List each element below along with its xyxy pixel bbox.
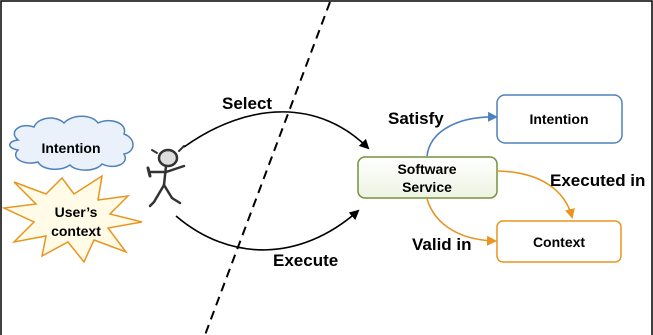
executed-in-label: Executed in <box>550 171 645 190</box>
software-service-line2: Service <box>402 179 452 195</box>
intention-cloud-label: Intention <box>41 140 100 156</box>
user-figure-icon <box>146 145 186 208</box>
select-arrow <box>183 111 370 150</box>
divider-line <box>204 1 331 335</box>
satisfy-label: Satisfy <box>388 109 444 128</box>
software-service-node: Software Service <box>357 156 498 199</box>
user-context-line2: context <box>51 223 101 239</box>
software-service-line1: Software <box>397 161 456 177</box>
satisfy-arrow <box>426 111 498 157</box>
context-node-label: Context <box>533 234 585 250</box>
intention-node-label: Intention <box>529 111 588 127</box>
executed-in-arrow <box>497 170 575 219</box>
intention-cloud: Intention <box>9 115 134 171</box>
select-label: Select <box>222 94 272 113</box>
execute-label: Execute <box>273 251 338 270</box>
user-context-line1: User’s <box>55 204 98 220</box>
valid-in-label: Valid in <box>412 235 472 254</box>
intention-node: Intention <box>496 94 623 144</box>
context-node: Context <box>496 220 622 263</box>
valid-in-arrow <box>426 198 497 246</box>
execute-arrow <box>175 209 360 251</box>
user-context-star: User’s context <box>1 174 143 264</box>
